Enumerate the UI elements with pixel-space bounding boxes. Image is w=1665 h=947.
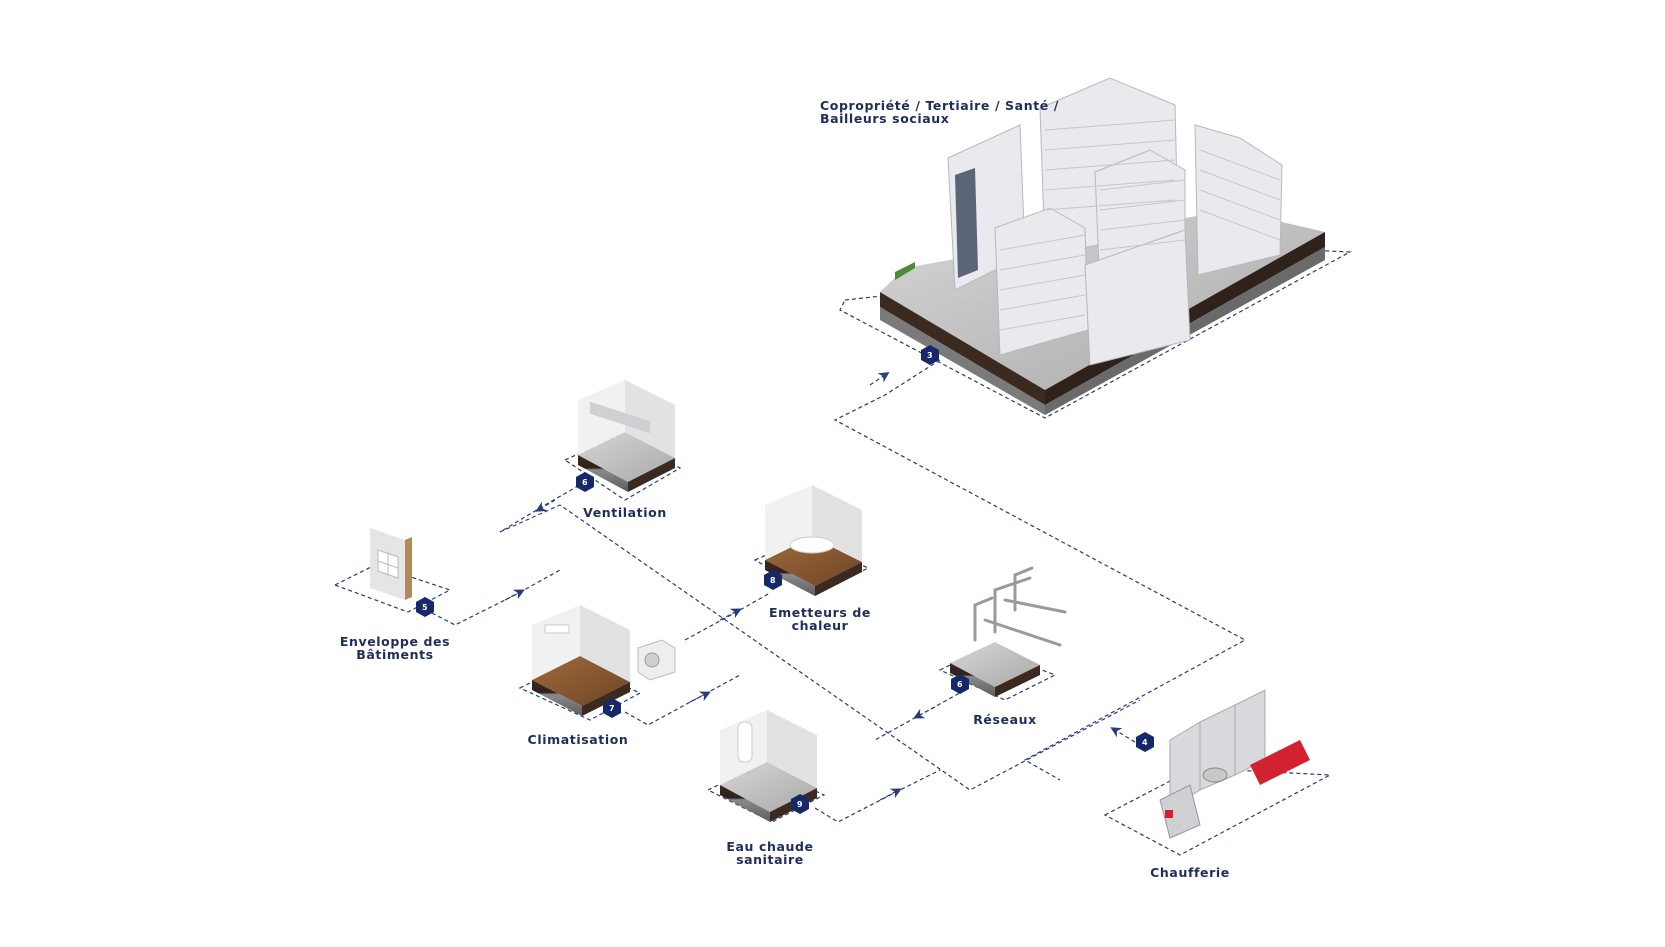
svg-text:6: 6 <box>957 680 963 689</box>
connector-enveloppe-arrow <box>504 589 525 601</box>
badge-batiment: 3 <box>921 345 939 365</box>
emetteurs-room-illustration <box>765 485 862 596</box>
connector-chaufferie-arrow <box>1110 727 1136 743</box>
svg-text:6: 6 <box>582 478 588 487</box>
svg-text:3: 3 <box>927 351 933 360</box>
connector-emetteurs-arrow <box>719 608 742 621</box>
badge-ventilation: 6 <box>576 472 594 492</box>
connector-climatisation <box>624 674 741 726</box>
reseaux-pipes-illustration <box>950 566 1067 697</box>
ventilation-room-illustration <box>578 380 675 492</box>
connector-enveloppe <box>431 569 561 626</box>
label-ventilation: Ventilation <box>583 505 667 520</box>
badge-eau: 9 <box>791 794 809 814</box>
svg-text:8: 8 <box>770 576 776 585</box>
connector-ventilation-arrow <box>535 499 556 512</box>
connector-building-chaufferie <box>833 359 1247 781</box>
label-batiment: Copropriété / Tertiaire / Santé / Baille… <box>820 98 1059 126</box>
building-complex-illustration <box>880 77 1325 415</box>
footprint-enveloppe <box>333 564 452 613</box>
label-emetteurs: Emetteurs de chaleur <box>769 605 871 633</box>
connector-emetteurs <box>684 592 771 641</box>
badge-climatisation: 7 <box>603 698 621 718</box>
climatisation-room-illustration <box>532 605 676 716</box>
connector-climatisation-arrow <box>689 691 711 703</box>
label-chaufferie: Chaufferie <box>1150 865 1230 880</box>
svg-text:4: 4 <box>1142 738 1148 747</box>
connector-ventilation <box>499 481 586 533</box>
badge-reseaux: 6 <box>951 674 969 694</box>
label-enveloppe: Enveloppe des Bâtiments <box>339 634 451 662</box>
footprint-ventilation <box>563 434 682 501</box>
connector-reseaux-arrow <box>913 706 936 719</box>
connector-eau-arrow <box>879 788 902 801</box>
connector-eau <box>814 769 941 823</box>
label-eau: Eau chaude sanitaire <box>726 839 814 867</box>
label-reseaux: Réseaux <box>973 712 1037 727</box>
chaufferie-boiler-illustration <box>1159 689 1310 839</box>
badges: 3 6 5 8 7 9 6 4 <box>416 345 1154 814</box>
badge-emetteurs: 8 <box>764 570 782 590</box>
svg-text:9: 9 <box>797 800 803 809</box>
svg-text:7: 7 <box>609 704 615 713</box>
footprint-chaufferie <box>1103 767 1333 856</box>
connector-main-loop <box>499 504 1141 791</box>
badge-chaufferie: 4 <box>1136 732 1154 752</box>
svg-text:5: 5 <box>422 603 428 612</box>
badge-enveloppe: 5 <box>416 597 434 617</box>
label-climatisation: Climatisation <box>527 732 629 747</box>
enveloppe-wall-illustration <box>370 528 412 600</box>
connector-batiment-arrow <box>869 372 890 386</box>
